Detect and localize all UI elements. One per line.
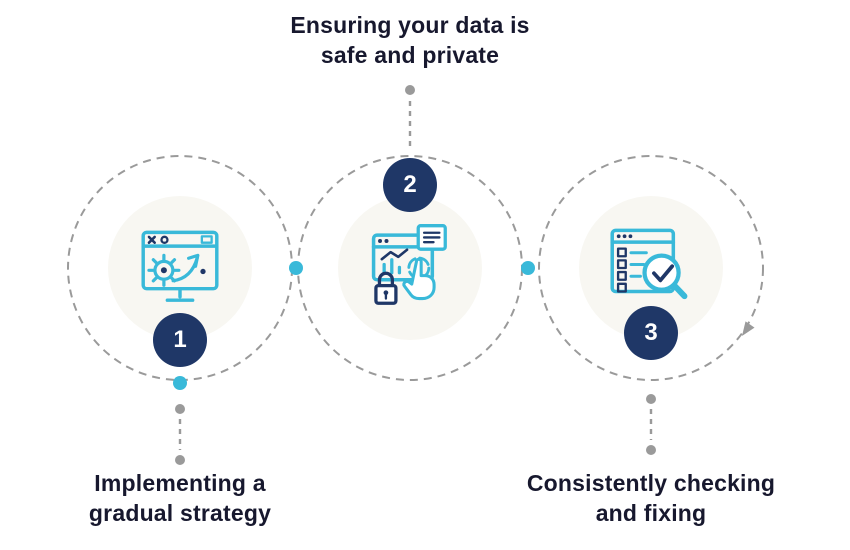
- monitor-gear-growth-arrow-icon: [141, 230, 219, 302]
- checklist-rows: [616, 247, 648, 293]
- step-3-label-dot-a: [646, 394, 656, 404]
- junction-dot-2: [521, 261, 535, 275]
- step-3-label-dot-b: [646, 445, 656, 455]
- click-hand-icon: [402, 256, 436, 301]
- flow-arrowhead-icon: [742, 321, 755, 336]
- checklist-magnifier-check-icon: [610, 228, 688, 300]
- junction-dot-1: [289, 261, 303, 275]
- step-3-badge: 3: [624, 306, 678, 360]
- step-1-label: Implementing a gradual strategy: [88, 470, 272, 527]
- step-2-label: Ensuring your data is safe and private: [290, 12, 530, 69]
- step-1-label-dot-a: [175, 404, 185, 414]
- close-icon: [147, 235, 156, 244]
- step-1-label-dot-b: [175, 455, 185, 465]
- step-3-label: Consistently checking and fixing: [526, 470, 776, 527]
- step-2-badge: 2: [383, 158, 437, 212]
- notes-card-icon: [416, 224, 447, 251]
- step-2-label-dot: [405, 85, 415, 95]
- step-2-circle: [338, 196, 482, 340]
- monitor-stand: [165, 286, 195, 302]
- junction-dot-3: [173, 376, 187, 390]
- step-1-badge: 1: [153, 313, 207, 367]
- growth-arrow-icon: [171, 253, 200, 283]
- step-3-dashed-ring: [538, 155, 764, 381]
- step-3-circle: [579, 196, 723, 340]
- dashboard-padlock-click-icon: [371, 224, 447, 305]
- trend-line-icon: [380, 248, 409, 261]
- padlock-icon: [374, 271, 398, 305]
- magnifier-check-icon: [642, 253, 688, 300]
- bar-chart-icon: [382, 258, 402, 275]
